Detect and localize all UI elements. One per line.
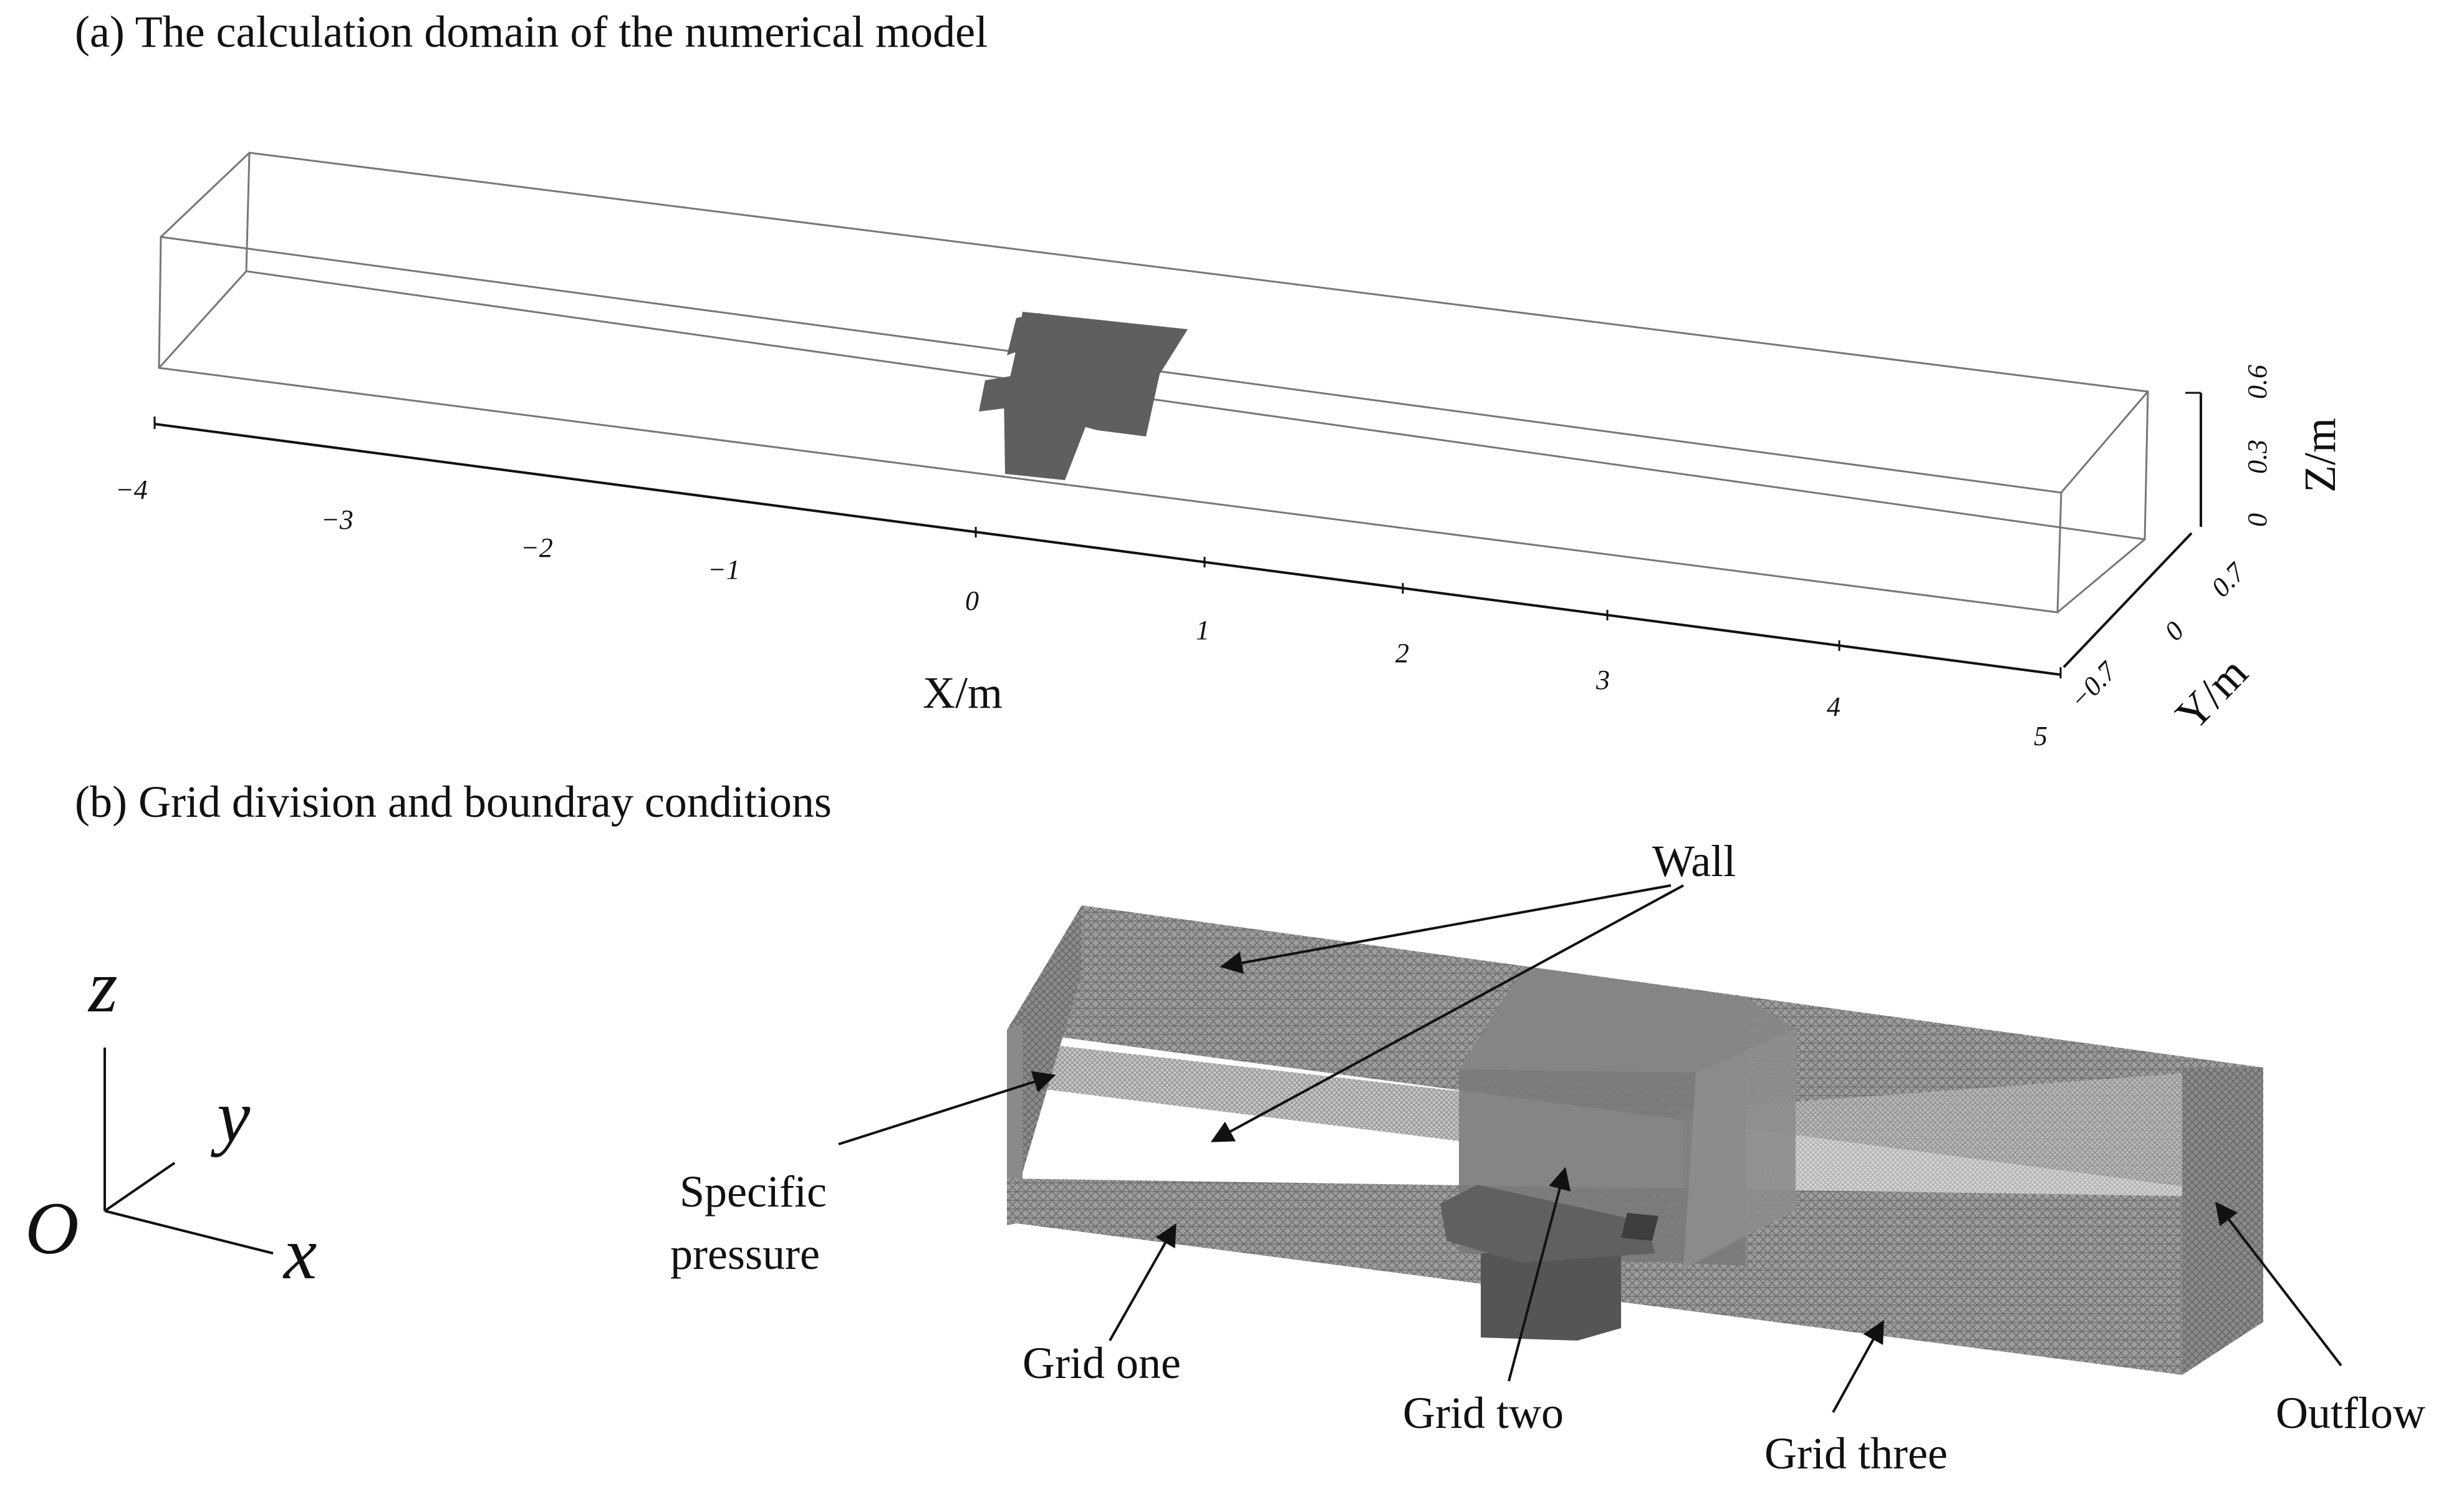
structure-cap (1440, 1185, 1655, 1263)
mesh-model (1007, 905, 2263, 1375)
x-tick-label: 2 (1395, 638, 1409, 668)
z-axis-label: Z/m (2295, 418, 2345, 493)
outflow-arrow (2215, 1202, 2342, 1367)
wall-arrow-top (1220, 884, 1672, 974)
y-axis-line (2062, 532, 2193, 668)
specific-pressure-label-line2: pressure (670, 1229, 820, 1279)
z-tick-label: 0.3 (2242, 440, 2273, 474)
y-tick-label: 0.7 (2205, 556, 2252, 603)
grid-three-arrow (1832, 1319, 1884, 1413)
outflow-label: Outflow (2276, 1388, 2425, 1438)
y-direction-line (103, 1162, 176, 1212)
callout-arrows (838, 884, 2342, 1413)
origin-label: O (25, 1187, 79, 1270)
y-axis-name: y (210, 1074, 251, 1157)
x-tick-label: −1 (708, 554, 740, 585)
grid-two-label: Grid two (1403, 1388, 1564, 1438)
z-tick-label: 0 (2242, 513, 2273, 527)
y-tick-label: 0 (2158, 615, 2190, 647)
coordinate-axes (103, 1048, 274, 1255)
x-tick-label: −2 (521, 533, 553, 563)
grid-one-arrow (1109, 1223, 1177, 1341)
front-floor-mesh (1007, 1178, 2263, 1375)
x-axis-label: X/m (923, 668, 1003, 718)
x-axis-name: x (282, 1212, 317, 1294)
grid-two-arrow (1508, 1167, 1571, 1382)
grid-three-label: Grid three (1764, 1429, 1948, 1478)
x-axis: −4 −3 −2 −1 0 1 2 3 4 5 X/m (115, 417, 2062, 751)
x-tick-label: −3 (321, 504, 354, 535)
wall-label: Wall (1652, 836, 1736, 886)
y-axis-label: Y/m (2166, 647, 2257, 740)
x-axis-line (154, 423, 2061, 676)
y-axis: −0.7 0 0.7 Y/m (2062, 532, 2257, 740)
grid-one-label: Grid one (1023, 1338, 1181, 1388)
grid-three-floor (1683, 1067, 2263, 1197)
z-axis: 0 0.3 0.6 Z/m (2185, 365, 2345, 527)
calculation-domain-box (158, 152, 2149, 614)
structure-model (979, 312, 1188, 480)
x-tick-label: 1 (1196, 615, 1210, 645)
x-direction-line (104, 1210, 274, 1255)
x-tick-label: 0 (965, 586, 979, 616)
z-axis-name: z (87, 945, 118, 1028)
x-tick-label: 5 (2034, 721, 2048, 751)
x-tick-label: −4 (115, 475, 148, 505)
fine-mesh-band (1035, 1044, 1459, 1141)
specific-pressure-label-line1: Specific (680, 1167, 827, 1217)
outlet-face (2182, 1067, 2263, 1375)
x-tick-label: 4 (1827, 692, 1841, 722)
structure-pier (1481, 1253, 1621, 1341)
inlet-face (1007, 905, 1082, 1225)
panel-a-caption: (a) The calculation domain of the numeri… (75, 7, 988, 57)
x-tick-label: 3 (1595, 665, 1610, 695)
y-tick-label: −0.7 (2064, 655, 2123, 715)
panel-b-caption: (b) Grid division and boundray condition… (75, 777, 832, 827)
specific-pressure-arrow (838, 1071, 1056, 1145)
z-tick-label: 0.6 (2242, 365, 2273, 399)
wall-arrow-bottom (1210, 884, 1684, 1142)
